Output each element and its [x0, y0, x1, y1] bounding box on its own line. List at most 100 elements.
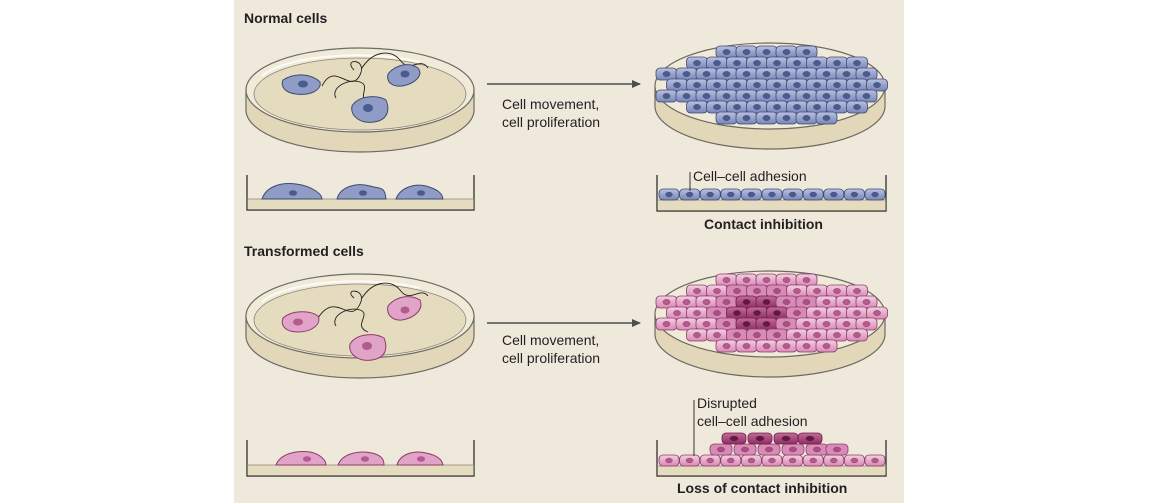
normal-monolayer-cell	[815, 111, 838, 125]
transformed-piled-cell	[786, 306, 808, 320]
transformed-cell	[806, 306, 828, 320]
transformed-cell	[675, 317, 698, 331]
transformed-piled-cell	[735, 317, 758, 331]
transformed-piled-cell	[715, 295, 738, 309]
transformed-side-piled-cell	[781, 443, 805, 456]
normal-monolayer-cell	[795, 111, 818, 125]
transformed-piled-cell	[726, 328, 748, 342]
normal-monolayer-cell	[846, 78, 868, 92]
transformed-cell	[855, 317, 878, 331]
transformed-side-cell	[396, 451, 444, 466]
cell-cell-adhesion-label: Cell–cell adhesion	[693, 168, 807, 184]
loss-of-contact-inhibition-label: Loss of contact inhibition	[677, 480, 848, 496]
normal-side-monolayer-cell	[823, 188, 845, 201]
transformed-cell	[686, 284, 708, 298]
normal-monolayer-cell	[806, 100, 828, 114]
transformed-cell	[715, 339, 738, 353]
transformed-piled-cell	[766, 284, 788, 298]
transformed-cell	[706, 284, 728, 298]
transformed-cell	[786, 328, 808, 342]
transformed-migration-trails	[317, 282, 429, 333]
normal-monolayer-cell	[666, 78, 688, 92]
transformed-overgrown-dish	[654, 270, 888, 378]
normal-side-monolayer-cell	[761, 188, 783, 201]
normal-monolayer-cell	[766, 100, 788, 114]
normal-monolayer-cell	[735, 67, 758, 81]
normal-monolayer-cell	[826, 56, 848, 70]
normal-monolayer-cell	[746, 100, 768, 114]
transformed-cell	[866, 306, 888, 320]
transformed-cell	[755, 339, 778, 353]
normal-monolayer-cell	[835, 67, 858, 81]
transformed-cell-mass	[655, 273, 888, 353]
normal-monolayer-cell	[715, 111, 738, 125]
transformed-cell	[855, 295, 878, 309]
transformed-arrow-label-line1: Cell movement,	[502, 332, 600, 348]
transformed-side-piled-cell	[773, 432, 799, 445]
normal-monolayer-cell	[826, 78, 848, 92]
transformed-cell	[686, 306, 708, 320]
transformed-cell	[826, 284, 848, 298]
normal-monolayer-cell	[715, 67, 738, 81]
disrupted-adhesion-label-line2: cell–cell adhesion	[697, 413, 808, 429]
normal-monolayer-cell	[746, 56, 768, 70]
normal-side-monolayer-cell	[782, 188, 803, 201]
normal-monolayer-cell	[755, 89, 778, 103]
normal-migrating-cell	[281, 74, 321, 95]
transformed-piled-cell	[746, 306, 768, 320]
transformed-side-pile	[658, 432, 886, 467]
normal-monolayer-cell	[655, 67, 678, 81]
transformed-side-piled-cell	[733, 443, 757, 456]
normal-side-monolayer	[658, 188, 886, 201]
normal-monolayer-cell	[835, 89, 858, 103]
transformed-side-cell	[679, 454, 700, 467]
normal-monolayer-cell	[735, 89, 758, 103]
transformed-side-cell	[864, 454, 886, 467]
normal-monolayer-cell	[706, 56, 728, 70]
normal-monolayer-cell	[766, 78, 788, 92]
transformed-cell	[735, 339, 758, 353]
transformed-side-piled-cell	[805, 443, 829, 456]
normal-side-cell	[261, 183, 323, 200]
transformed-cell	[846, 284, 868, 298]
normal-monolayer-cell	[775, 45, 798, 59]
normal-monolayer-cell	[815, 89, 838, 103]
transformed-side-cell	[782, 454, 803, 467]
normal-migrating-cell	[351, 96, 389, 123]
normal-monolayer-cell	[686, 100, 708, 114]
normal-side-cell	[395, 184, 444, 200]
normal-monolayer-cell	[706, 100, 728, 114]
normal-side-monolayer-cell	[699, 188, 721, 201]
transformed-migrating-cell	[387, 296, 422, 321]
transformed-piled-cell	[755, 295, 778, 309]
normal-monolayer-cell	[706, 78, 728, 92]
normal-monolayer-cell	[726, 56, 748, 70]
normal-monolayer-cell	[815, 67, 838, 81]
normal-monolayer-cell	[806, 78, 828, 92]
normal-side-monolayer-cell	[720, 188, 742, 201]
transformed-piled-cell	[726, 306, 748, 320]
normal-monolayer-cell	[795, 89, 818, 103]
normal-cells-heading: Normal cells	[244, 10, 328, 26]
transformed-cell	[706, 328, 728, 342]
transformed-side-piled-cell	[825, 443, 849, 456]
transformed-cell	[666, 306, 688, 320]
normal-monolayer-cell	[726, 78, 748, 92]
transformed-piled-cell	[766, 306, 788, 320]
transformed-side-cell	[720, 454, 742, 467]
normal-monolayer-cell	[786, 100, 808, 114]
normal-monolayer-cell	[695, 67, 718, 81]
normal-monolayer-cell	[686, 56, 708, 70]
transformed-initial-dish	[245, 273, 475, 379]
transformed-cell	[775, 273, 798, 287]
transformed-piled-cell	[766, 328, 788, 342]
normal-monolayer-cell	[826, 100, 848, 114]
transformed-side-cell	[337, 451, 385, 466]
transformed-piled-cell	[726, 284, 748, 298]
normal-side-monolayer-cell	[802, 188, 824, 201]
transformed-cell	[815, 339, 838, 353]
normal-monolayer-cell	[846, 100, 868, 114]
transformed-migrating-cell	[349, 334, 387, 361]
normal-monolayer-cell	[866, 78, 888, 92]
normal-side-monolayer-cell	[741, 188, 762, 201]
